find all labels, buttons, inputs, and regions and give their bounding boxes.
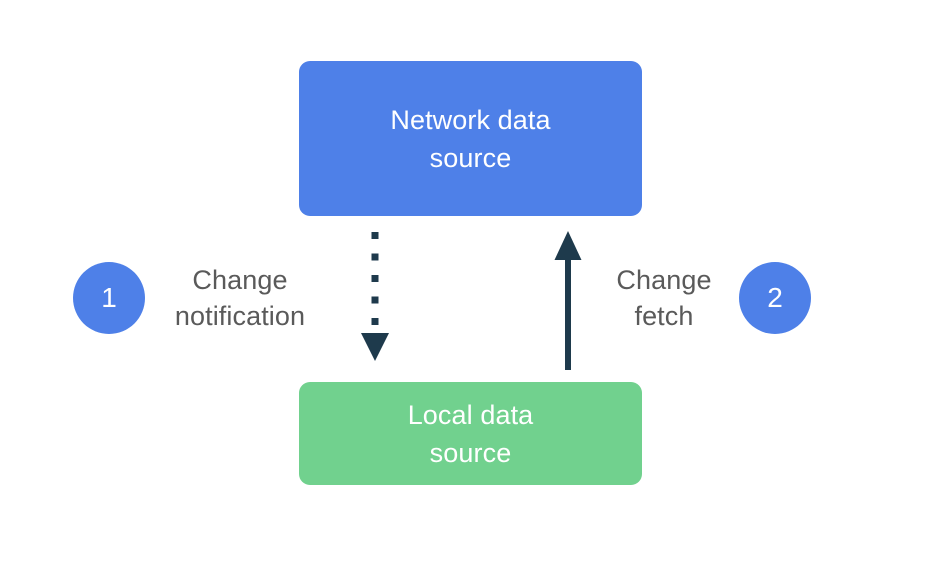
edge-label-change-fetch: Change fetch xyxy=(616,265,712,331)
step-marker-2-number: 2 xyxy=(767,282,783,313)
step-marker-2[interactable]: 2 xyxy=(739,262,811,334)
node-network-data-source-label: Network data source xyxy=(390,104,551,173)
step-marker-1-number: 1 xyxy=(101,282,117,313)
step-marker-1[interactable]: 1 xyxy=(73,262,145,334)
node-local-data-source[interactable]: Local data source xyxy=(299,382,642,485)
edge-change-fetch-arrow xyxy=(554,231,582,370)
node-network-data-source[interactable]: Network data source xyxy=(299,61,642,216)
edge-change-notification-arrow xyxy=(361,232,389,361)
edge-label-change-notification: Change notification xyxy=(174,265,306,331)
node-local-data-source-label: Local data source xyxy=(407,399,534,468)
